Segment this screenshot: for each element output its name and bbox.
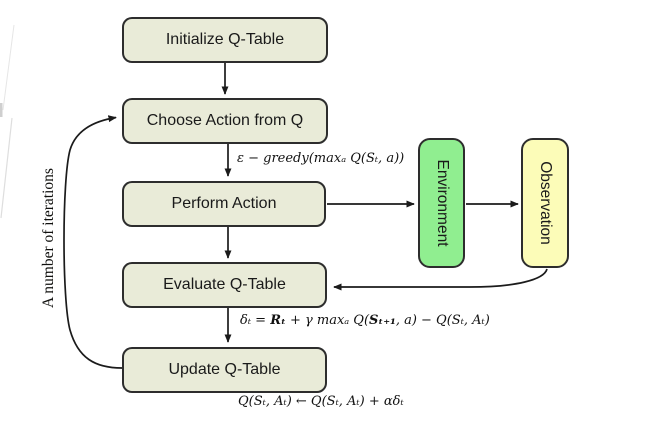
formula-delta-p3: + γ maxₐ Q(: [285, 313, 370, 328]
node-observation-label: Observation: [537, 161, 554, 245]
artifact-line: [2, 24, 15, 111]
node-update-q-table: Update Q-Table: [122, 347, 327, 393]
formula-delta-p2: Rₜ: [270, 313, 286, 328]
node-initialize-q-table-label: Initialize Q-Table: [165, 31, 285, 48]
node-observation: Observation: [521, 138, 569, 268]
node-choose-action-label: Choose Action from Q: [146, 112, 304, 129]
formula-delta-update: δₜ = Rₜ + γ maxₐ Q(Sₜ₊₁, a) − Q(Sₜ, Aₜ): [240, 313, 490, 328]
formula-delta-p4: Sₜ₊₁: [369, 313, 396, 328]
node-environment-label: Environment: [433, 159, 451, 247]
node-evaluate-q-table-label: Evaluate Q-Table: [163, 276, 286, 293]
node-initialize-q-table: Initialize Q-Table: [122, 17, 328, 63]
node-perform-action: Perform Action: [122, 181, 326, 227]
node-environment: Environment: [418, 138, 465, 268]
node-choose-action: Choose Action from Q: [122, 98, 328, 144]
arrow-observation-to-evaluate: [333, 268, 548, 291]
formula-delta-p1: δₜ =: [240, 313, 271, 328]
arrow-update-to-choose-loop: [63, 115, 123, 369]
formula-q-update: Q(Sₜ, Aₜ) ← Q(Sₜ, Aₜ) + αδₜ: [238, 394, 404, 409]
loop-iterations-label: A number of iterations: [40, 168, 57, 308]
node-perform-action-label: Perform Action: [171, 195, 277, 212]
formula-delta-p5: , a) − Q(Sₜ, Aₜ): [395, 313, 490, 328]
node-update-q-table-label: Update Q-Table: [168, 361, 281, 378]
formula-epsilon-greedy: ε − greedy(maxₐ Q(Sₜ, a)): [237, 151, 405, 166]
node-evaluate-q-table: Evaluate Q-Table: [122, 262, 327, 308]
artifact-mark: [0, 103, 3, 117]
artifact-line: [0, 117, 13, 219]
